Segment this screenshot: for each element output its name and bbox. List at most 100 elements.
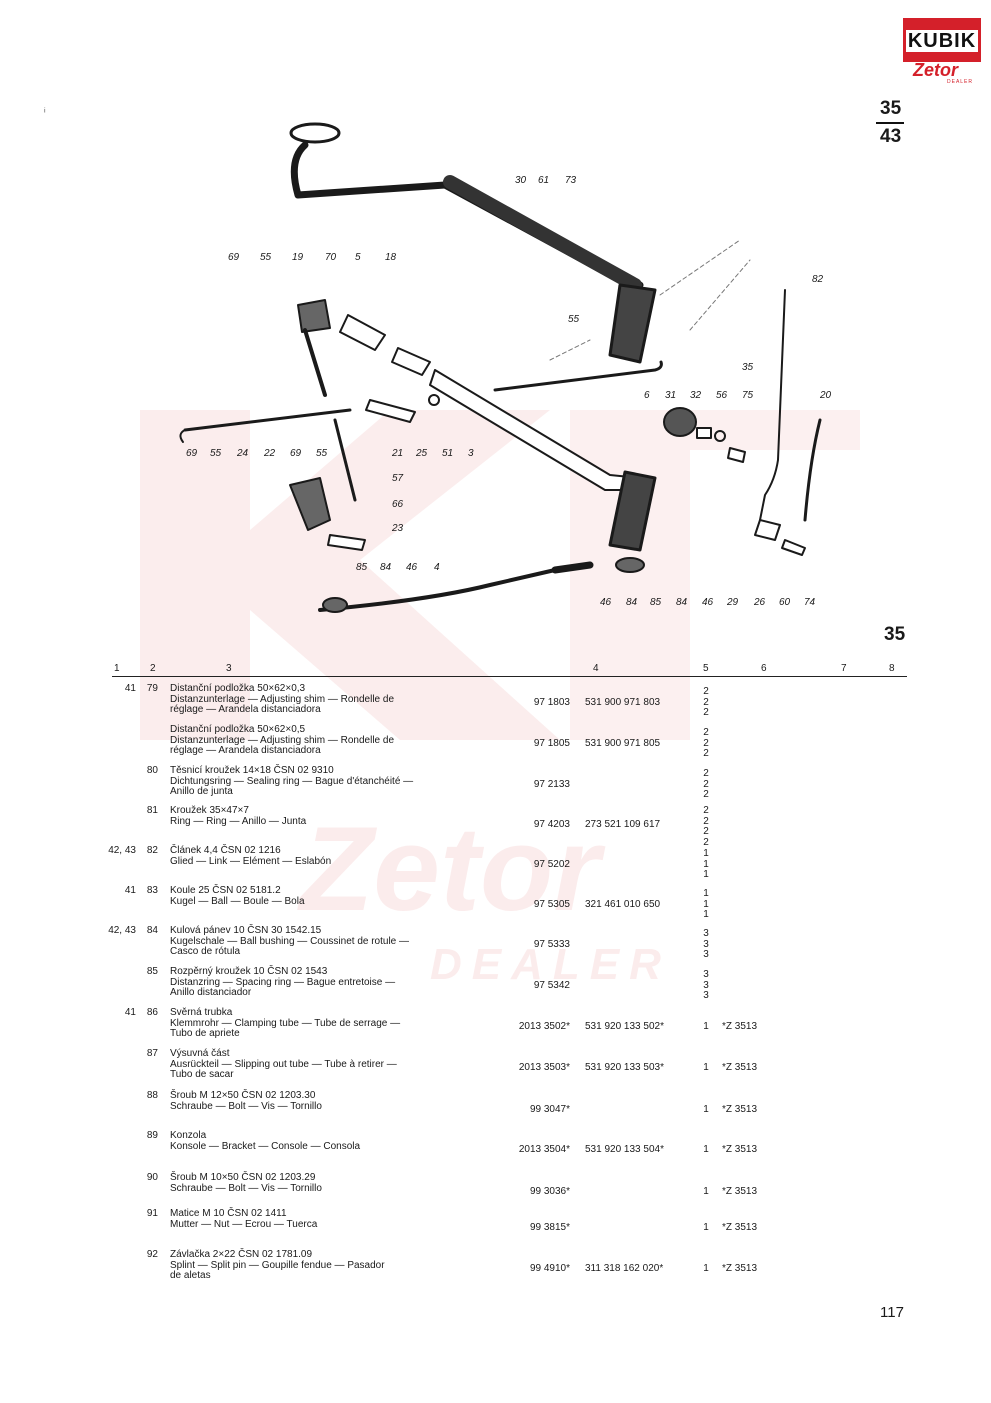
quantity: 1 (698, 1062, 714, 1074)
qty-value: 2 (703, 836, 709, 848)
figure-number-bottom: 43 (880, 126, 902, 147)
description: Šroub M 12×50 ČSN 02 1203.30 Schraube — … (170, 1090, 490, 1112)
callout: 46 (600, 597, 612, 608)
quantity: 2 2 2 (698, 686, 714, 719)
callout: 66 (392, 499, 404, 510)
callout: 84 (380, 562, 392, 573)
part-code: 97 5305 (533, 899, 570, 910)
qty-value: 2 (703, 748, 709, 759)
description-line: Kroužek 35×47×7 (170, 805, 249, 816)
description-line: Tubo de apriete (170, 1028, 240, 1039)
description-line: Kugel — Ball — Boule — Bola (170, 895, 305, 907)
figure-ref: 41 (124, 683, 136, 694)
qty-value: 1 (703, 1062, 709, 1073)
sleeve-18 (391, 347, 431, 376)
quantity: 1 1 1 (698, 848, 714, 881)
pedal-shaft (443, 175, 642, 292)
item-number: 83 (146, 885, 158, 896)
item-number: 80 (146, 765, 158, 776)
callout: 46 (702, 597, 714, 608)
quantity: 1 (698, 1263, 714, 1275)
item-number: 84 (146, 925, 158, 936)
description: Článek 4,4 ČSN 02 1216 Glied — Link — El… (170, 845, 490, 867)
qty-value: 1 (703, 888, 709, 899)
description-line: Klemmrohr — Clamping tube — Tube de serr… (170, 1017, 401, 1029)
qty-value: 2 (703, 696, 709, 708)
part-code: 97 5342 (533, 980, 570, 991)
description-line: Rozpěrný kroužek 10 ČSN 02 1543 (170, 966, 328, 977)
callout: 3 (468, 448, 474, 459)
part-code-alt: 311 318 162 020* (585, 1263, 664, 1274)
pedal-arm (290, 141, 644, 289)
item-number: 85 (146, 966, 158, 977)
exploded-diagram: 30 61 73 69 55 19 70 5 18 55 82 35 20 6 … (179, 122, 832, 613)
part-code-alt: 531 900 971 803 (585, 697, 661, 708)
callout: 74 (804, 597, 816, 608)
column-header: 4 (593, 663, 599, 674)
part-code: 99 3047* (529, 1104, 570, 1115)
part-code: 2013 3502* (518, 1021, 570, 1032)
scan-speck: ᵢ (44, 104, 46, 115)
rod-24 (183, 408, 352, 432)
logo-wordmark: KUBIK (906, 30, 978, 52)
quantity: 3 3 3 (698, 969, 714, 1002)
callout: 31 (665, 390, 676, 401)
bolt-23 (327, 534, 366, 551)
callout: 61 (538, 175, 549, 186)
ball-joint-right (615, 557, 645, 573)
qty-value: 1 (703, 869, 709, 880)
column-header: 7 (841, 663, 847, 674)
item-number: 81 (146, 805, 158, 816)
description-line: Distanční podložka 50×62×0,5 (170, 724, 306, 735)
description-line: réglage — Arandela distanciadora (170, 745, 321, 756)
description-line: Anillo de junta (170, 786, 233, 797)
description: Distanční podložka 50×62×0,3 Distanzunte… (170, 683, 490, 716)
callout: 69 (186, 448, 198, 459)
callout: 20 (819, 390, 832, 401)
part-code-alt: 531 920 133 502* (585, 1021, 664, 1032)
description-line: Svěrná trubka (170, 1007, 233, 1018)
dealer-logo: KUBIK Zetor DEALER (903, 18, 981, 85)
main-shaft (429, 369, 641, 491)
note: *Z 3513 (722, 1222, 758, 1233)
qty-value: 2 (703, 815, 709, 827)
figure-ref: 41 (124, 885, 136, 896)
description: Kroužek 35×47×7 Ring — Ring — Anillo — J… (170, 805, 490, 827)
description-line: Závlačka 2×22 ČSN 02 1781.09 (170, 1249, 313, 1260)
callout: 85 (356, 562, 368, 573)
fork-yoke-upper (297, 299, 331, 333)
part-code: 99 3036* (529, 1186, 570, 1197)
callout: 85 (650, 597, 662, 608)
description: Matice M 10 ČSN 02 1411 Mutter — Nut — E… (170, 1208, 490, 1230)
callout: 60 (779, 597, 791, 608)
item-number: 92 (146, 1249, 158, 1260)
qty-value: 2 (703, 737, 709, 749)
description-line: Distanční podložka 50×62×0,3 (170, 683, 306, 694)
quantity: 1 (698, 1222, 714, 1234)
column-header: 3 (226, 663, 232, 674)
qty-value: 3 (703, 990, 709, 1001)
description: Výsuvná část Ausrückteil — Slipping out … (170, 1048, 490, 1081)
ball-joint-left (322, 597, 348, 613)
description-line: réglage — Arandela distanciadora (170, 704, 321, 715)
bolt-74 (781, 539, 806, 556)
quantity: 2 2 2 (698, 727, 714, 760)
callout: 55 (260, 252, 272, 263)
part-code: 97 5333 (533, 939, 570, 950)
description-line: Matice M 10 ČSN 02 1411 (170, 1208, 287, 1219)
description: Šroub M 10×50 ČSN 02 1203.29 Schraube — … (170, 1172, 490, 1194)
callout: 4 (434, 562, 440, 573)
callout: 82 (812, 274, 824, 285)
rod-4 (318, 568, 557, 612)
qty-value: 1 (703, 898, 709, 910)
part-code: 97 5202 (533, 859, 570, 870)
callout: 55 (568, 314, 580, 325)
callout: 6 (644, 390, 650, 401)
description-line: Šroub M 10×50 ČSN 02 1203.29 (170, 1172, 316, 1183)
description-line: Distanzunterlage — Adjusting shim — Rond… (170, 693, 395, 705)
callout: 19 (292, 252, 304, 263)
callout: 29 (726, 597, 739, 608)
description-line: Tubo de sacar (170, 1069, 234, 1080)
description-line: Schraube — Bolt — Vis — Tornillo (170, 1100, 322, 1112)
item-number: 86 (146, 1007, 158, 1018)
